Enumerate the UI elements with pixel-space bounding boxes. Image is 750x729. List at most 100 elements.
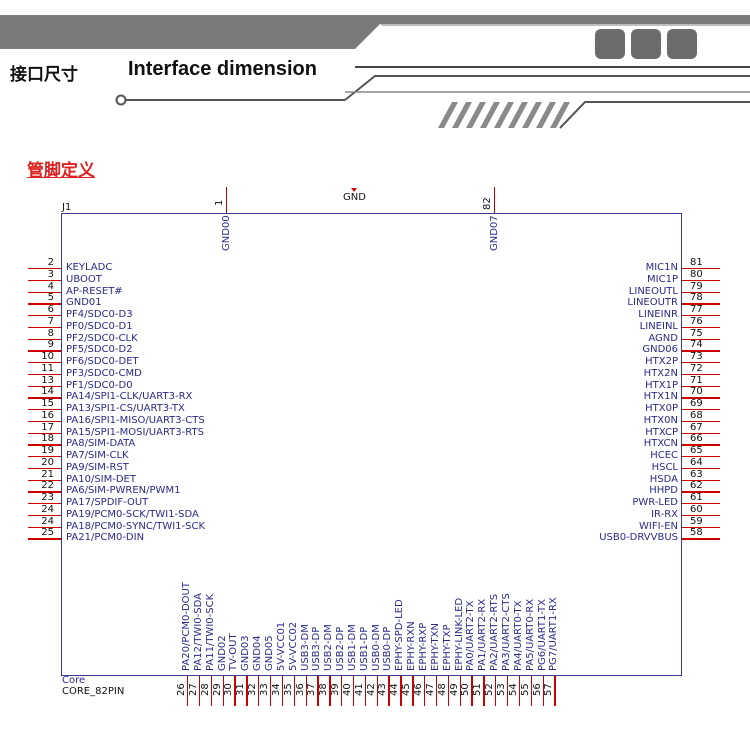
right-pin-line — [682, 526, 720, 528]
bottom-pin-line — [305, 676, 307, 706]
bottom-pin-line — [317, 676, 319, 706]
bottom-pin-line — [364, 676, 367, 706]
right-pin-number: 73 — [690, 351, 703, 362]
bottom-pin-line — [400, 676, 402, 706]
header-bottom-line — [559, 101, 750, 129]
bottom-pin-number: 32 — [247, 683, 259, 696]
bottom-pin-label: EPHY-LINK-LED — [453, 597, 465, 671]
bottom-pin-line — [246, 676, 248, 706]
bottom-pin-number: 34 — [270, 683, 282, 696]
left-pin-number: 2 — [47, 257, 54, 268]
right-pin-line — [682, 362, 720, 364]
top-gnd-label: GND — [343, 192, 366, 203]
right-pin-number: 67 — [690, 421, 703, 433]
right-pin-number: 68 — [690, 409, 703, 421]
bottom-pin-label: PG6/UART1-TX — [536, 598, 548, 671]
left-pin-line — [28, 385, 61, 387]
bottom-pin-label: PA12/TWI0-SDA — [192, 593, 204, 671]
right-pin-number: 74 — [690, 339, 703, 351]
right-pin-label: GND06 — [642, 344, 678, 356]
bottom-pin-label: GND05 — [263, 635, 275, 671]
bottom-pin-line — [210, 676, 213, 706]
left-pin-label: PA21/PCM0-DIN — [66, 532, 145, 544]
chip-name: Core — [62, 675, 86, 686]
bottom-pin-label: EPHY-RXN — [406, 621, 418, 671]
bottom-pin-number: 36 — [294, 683, 306, 696]
bottom-pin-number: 33 — [258, 683, 270, 696]
bottom-pin-number: 56 — [531, 683, 543, 696]
left-pin-label: PA19/PCM0-SCK/TWI1-SDA — [66, 508, 199, 520]
left-pin-number: 24 — [41, 515, 54, 527]
bottom-pin-line — [542, 676, 544, 706]
right-pin-number: 81 — [690, 257, 703, 268]
bottom-pin-number: 47 — [424, 683, 436, 696]
left-pin-line — [28, 503, 61, 505]
bottom-pin-number: 27 — [187, 683, 199, 696]
bottom-pin-label: EPHY-TXN — [429, 623, 441, 671]
left-pin-label: PA16/SPI1-MISO/UART3-CTS — [66, 414, 205, 426]
right-pin-line — [682, 409, 720, 411]
left-pin-label: PA18/PCM0-SYNC/TWI1-SCK — [66, 520, 206, 532]
left-pin-label: PA8/SIM-DATA — [66, 438, 136, 450]
right-pin-label: LINEOUTL — [628, 285, 678, 297]
left-pin-line — [28, 432, 61, 434]
bottom-pin-line — [506, 676, 509, 706]
left-pin-number: 24 — [41, 503, 54, 515]
right-pin-label: WIFI-EN — [639, 520, 678, 532]
right-pin-line — [682, 385, 720, 387]
left-pin-label: PA15/SPI1-MOSI/UART3-RTS — [66, 426, 204, 438]
left-pin-label: PF4/SDC0-D3 — [66, 309, 133, 320]
right-pin-number: 66 — [690, 433, 703, 445]
bottom-pin-number: 49 — [448, 683, 460, 696]
bottom-pin-number: 54 — [507, 683, 519, 696]
bottom-pin-number: 57 — [543, 683, 555, 696]
bottom-pin-number: 38 — [318, 683, 330, 696]
bottom-pin-label: PA4/UART0-TX — [512, 600, 524, 671]
top-pin-line — [494, 187, 496, 213]
right-pin-label: LINEINL — [639, 320, 678, 332]
bottom-pin-line — [483, 676, 485, 706]
bottom-pin-label: USB3-DM — [299, 624, 311, 671]
left-pin-number: 18 — [41, 433, 54, 445]
bottom-pin-line — [412, 676, 414, 706]
bottom-pin-number: 55 — [519, 683, 531, 696]
bottom-pin-number: 53 — [495, 683, 507, 696]
bottom-pin-line — [435, 676, 438, 706]
left-pin-number: 13 — [41, 374, 54, 386]
left-pin-number: 8 — [47, 327, 54, 339]
left-pin-line — [28, 350, 61, 352]
bottom-pin-label: USB1-DM — [346, 624, 358, 671]
right-pin-label: HTXCN — [643, 438, 678, 450]
bottom-pin-label: 5V-VCC01 — [275, 621, 287, 671]
bottom-pin-label: USB0-DP — [382, 626, 394, 671]
bottom-pin-line — [376, 676, 378, 706]
right-pin-number: 64 — [690, 456, 703, 468]
left-pin-number: 25 — [41, 527, 54, 539]
left-pin-line — [28, 268, 61, 270]
bottom-pin-label: GND03 — [240, 635, 252, 671]
right-pin-label: HCEC — [650, 450, 678, 461]
bottom-pin-label: PA1/UART2-RX — [477, 598, 489, 671]
left-pin-number: 21 — [41, 468, 54, 480]
right-pin-number: 59 — [690, 515, 703, 527]
header-dot — [115, 94, 127, 106]
right-pin-label: HTX2P — [645, 356, 678, 367]
right-pin-number: 78 — [690, 292, 703, 304]
chip-ref: J1 — [62, 202, 72, 213]
bottom-pin-number: 26 — [176, 683, 187, 696]
bottom-pin-line — [352, 676, 355, 706]
bottom-pin-number: 40 — [341, 683, 353, 696]
right-pin-label: LINEINR — [638, 309, 678, 320]
left-pin-label: UBOOT — [66, 273, 102, 285]
bottom-pin-number: 46 — [413, 683, 424, 696]
bottom-pin-label: PA5/UART0-RX — [524, 598, 536, 671]
left-pin-label: PF1/SDC0-D0 — [66, 379, 133, 391]
left-pin-line — [28, 315, 61, 317]
bottom-pin-line — [187, 676, 189, 706]
bottom-pin-label: EPHY-SPD-LED — [394, 599, 406, 671]
right-pin-line — [682, 491, 720, 493]
bottom-pin-label: PA3/UART2-CTS — [500, 593, 512, 671]
bottom-pin-label: TV-OUT — [228, 633, 240, 671]
left-pin-number: 4 — [47, 280, 54, 292]
top-pin-number: 1 — [214, 199, 225, 206]
